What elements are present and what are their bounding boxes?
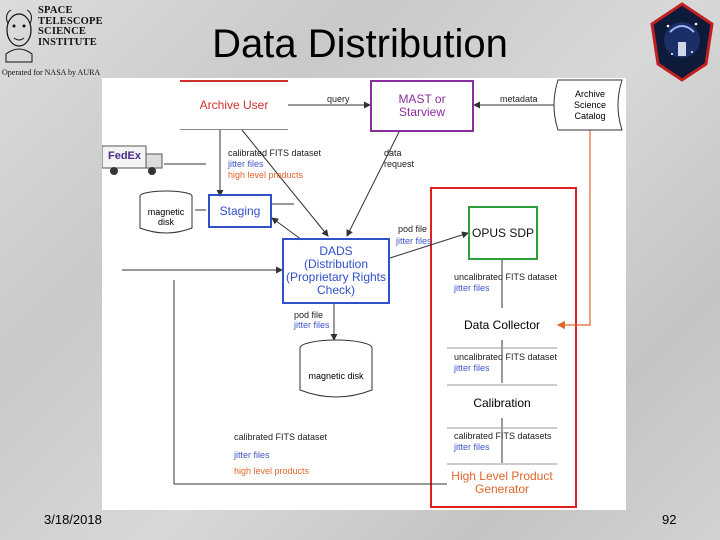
staging-box: Staging (208, 194, 272, 228)
fedex-truck-image: FedEx (101, 144, 164, 178)
slide-title: Data Distribution (212, 22, 508, 66)
data-request-label-1: data (384, 148, 402, 158)
pod-file-label-disk: pod file (294, 310, 324, 320)
catalog-label-3: Catalog (574, 110, 606, 121)
opus-sdp-box: OPUS SDP (468, 206, 538, 260)
query-label: query (327, 94, 350, 104)
disk-small-label-1: magnetic (147, 207, 185, 217)
data-collector-label: Data Collector (463, 317, 541, 332)
high-level-product-generator-box: High Level Product Generator (447, 466, 557, 500)
data-request-label-2: request (384, 159, 415, 169)
magnetic-disk-large: magnetic disk (300, 368, 372, 384)
jitter-label-opus: jitter files (396, 236, 432, 246)
hlp-products-label-bottom: high level products (234, 466, 310, 476)
stsci-face-icon (5, 9, 33, 63)
mission-patch-logo (648, 2, 716, 82)
hlp-label-2: Generator (474, 482, 530, 496)
jitter-label-2: jitter files (454, 283, 490, 293)
fedex-label: FedEx (108, 150, 142, 162)
dads-label-1: DADS (319, 244, 353, 258)
mast-label-1: MAST or (398, 92, 446, 106)
archive-user-box: Archive User (180, 80, 288, 130)
archive-user-label: Archive User (199, 98, 269, 112)
mast-box: MAST or Starview (370, 80, 474, 132)
slide-date: 3/18/2018 (44, 512, 102, 527)
mast-label-2: Starview (398, 105, 445, 119)
cal-fits-label-top: calibrated FITS dataset (228, 148, 322, 158)
dads-label-3: (Proprietary Rights (285, 270, 387, 284)
cal-fits-datasets-label: calibrated FITS datasets (454, 431, 552, 441)
disk-large-label: magnetic disk (308, 370, 364, 381)
cal-fits-label-bottom: calibrated FITS dataset (234, 432, 328, 442)
pod-file-label-opus: pod file (398, 224, 428, 234)
stsci-subtitle: Operated for NASA by AURA (2, 68, 101, 77)
magnetic-disk-small: magnetic disk (140, 204, 192, 230)
uncal-fits-label-1: uncalibrated FITS dataset (454, 272, 558, 282)
stsci-wordmark: SPACE TELESCOPE SCIENCE INSTITUTE (38, 5, 103, 48)
hlp-products-label-top: high level products (228, 170, 304, 180)
slide-page-number: 92 (662, 512, 677, 527)
disk-small-label-2: disk (157, 217, 174, 227)
truck-icon (101, 145, 163, 175)
data-collector-box: Data Collector (447, 310, 557, 340)
catalog-label-1: Archive (574, 88, 605, 99)
dads-label-4: Check) (316, 283, 355, 297)
metadata-label: metadata (500, 94, 538, 104)
staging-label: Staging (219, 203, 261, 218)
archive-science-catalog: Archive Science Catalog (558, 82, 622, 128)
calibration-box: Calibration (447, 388, 557, 418)
mission-patch-icon (650, 2, 714, 82)
jitter-label-bottom: jitter files (234, 450, 270, 460)
jitter-label-3: jitter files (454, 363, 490, 373)
jitter-label-4: jitter files (454, 442, 490, 452)
dads-label-2: (Distribution (303, 257, 369, 271)
stsci-logo: SPACE TELESCOPE SCIENCE INSTITUTE Operat… (2, 2, 122, 77)
diagram-connectors (122, 79, 623, 508)
hlp-label-1: High Level Product (451, 469, 553, 483)
dads-box: DADS (Distribution (Proprietary Rights C… (282, 238, 390, 304)
catalog-label-2: Science (573, 99, 607, 110)
opus-label: OPUS SDP (471, 225, 534, 240)
calibration-label: Calibration (473, 395, 531, 410)
uncal-fits-label-2: uncalibrated FITS dataset (454, 352, 558, 362)
jitter-label-top: jitter files (228, 159, 264, 169)
jitter-label-disk: jitter files (294, 320, 330, 330)
data-distribution-diagram: FedEx Archive User MAST or Starview Arch… (101, 78, 626, 510)
